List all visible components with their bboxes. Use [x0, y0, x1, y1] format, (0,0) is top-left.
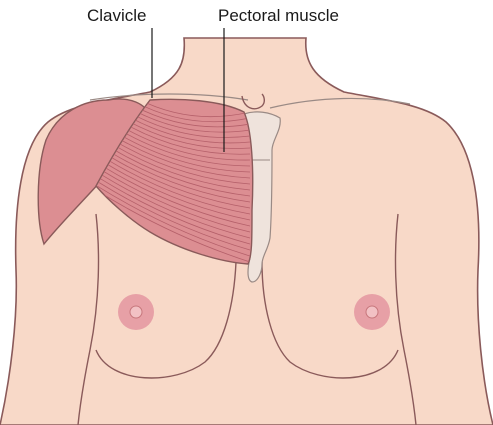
right-nipple	[366, 306, 378, 318]
left-nipple	[130, 306, 142, 318]
pectoral-muscle-label: Pectoral muscle	[218, 6, 339, 26]
clavicle-label: Clavicle	[87, 6, 147, 26]
